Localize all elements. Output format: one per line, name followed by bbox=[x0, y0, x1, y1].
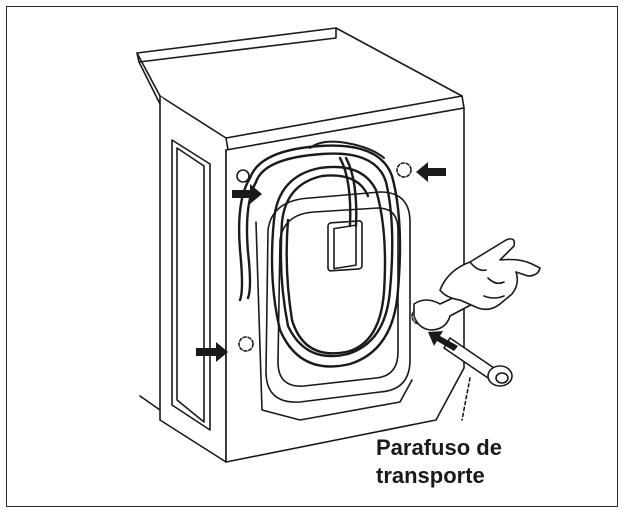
arrow-icon bbox=[416, 162, 446, 182]
arrow-icon bbox=[428, 331, 458, 351]
bolt-top-left bbox=[236, 169, 250, 183]
bolt-pointer-line bbox=[461, 377, 471, 421]
transport-bolt-label: Parafuso de transporte bbox=[376, 434, 502, 490]
machine-back-panel bbox=[225, 107, 465, 463]
hand-icon bbox=[439, 238, 541, 311]
inlet-hose bbox=[309, 140, 385, 159]
bolt-bottom-left bbox=[238, 336, 254, 352]
arrow-icon bbox=[232, 184, 262, 204]
rear-window bbox=[327, 220, 363, 272]
machine-side-panel bbox=[159, 95, 227, 463]
rear-access-panel bbox=[265, 191, 411, 403]
bolt-top-right bbox=[396, 162, 412, 178]
caption-line-2: transporte bbox=[376, 463, 485, 488]
machine-top-panel bbox=[136, 27, 463, 139]
caption-line-1: Parafuso de bbox=[376, 435, 502, 460]
arrow-icon bbox=[196, 342, 228, 362]
